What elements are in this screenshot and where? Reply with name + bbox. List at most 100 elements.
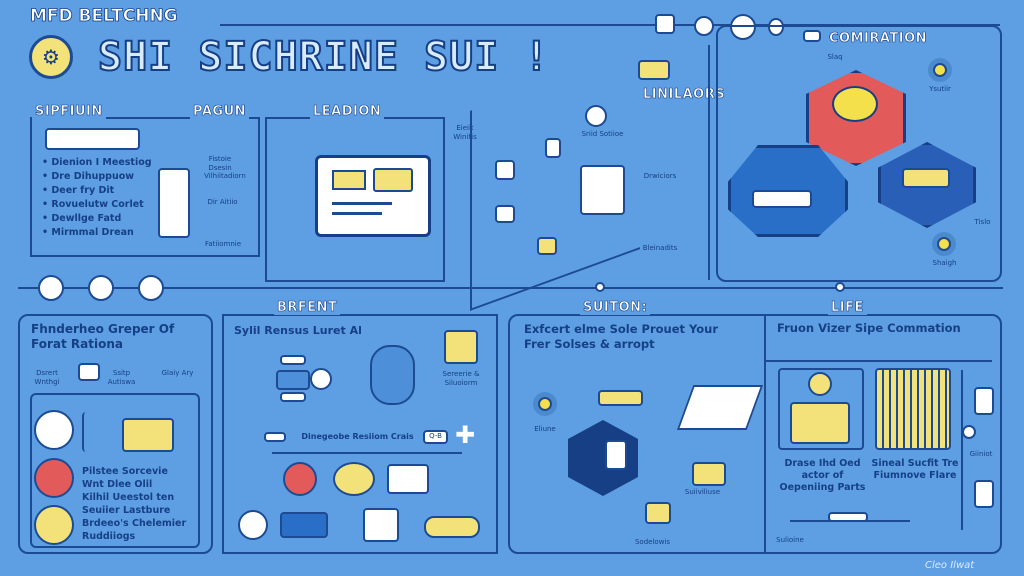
folder-icon xyxy=(537,237,557,255)
linilaors-label: LINILAORS xyxy=(643,87,726,103)
cabinet-icon xyxy=(580,165,625,215)
top-node[interactable] xyxy=(768,18,784,36)
wheel-icon xyxy=(283,462,317,496)
bottle-icon xyxy=(974,480,994,508)
connector xyxy=(708,45,710,280)
text-line: Brdeeo's Chelemier xyxy=(82,518,187,529)
server-rack-icon xyxy=(158,168,190,238)
bottom-left-text: Pilstee Sorcevie Wnt Dlee Olil Kilhil Ue… xyxy=(82,465,186,543)
bullet-item: Mirmmal Drean xyxy=(42,226,152,240)
caption: Ysutiir xyxy=(929,85,951,93)
gauge-icon xyxy=(808,372,832,396)
sun-icon xyxy=(538,397,552,411)
car-badge-icon xyxy=(832,86,878,122)
train-icon xyxy=(828,512,868,522)
text-line: Seuiier Lastbure xyxy=(82,505,171,516)
connector-node xyxy=(310,368,332,390)
logo-gear-badge-icon: ⚙ xyxy=(29,35,73,79)
sun-icon xyxy=(937,237,951,251)
bottom-left-title: Fhnderheo Greper Of Forat Rationa xyxy=(31,322,175,351)
timeline-node[interactable] xyxy=(88,275,114,301)
text-line: Ruddiiogs xyxy=(82,531,136,542)
watermark: Cleo Ilwat xyxy=(925,560,975,571)
vehicle-icon xyxy=(692,462,726,486)
caption: Eieiit Winitis xyxy=(453,124,477,141)
bullet-item: Dewllge Fatd xyxy=(42,212,152,226)
bullet-item: Rovuelutw Corlet xyxy=(42,198,152,212)
keyboard-icon xyxy=(264,432,286,442)
alert-icon xyxy=(34,458,74,498)
checklist-icon xyxy=(444,330,478,364)
badge: Q-B xyxy=(423,430,448,444)
screen-icon xyxy=(803,30,821,42)
page-title: SHI SICHRINE SUI ! xyxy=(97,33,550,81)
top-node[interactable] xyxy=(655,14,675,34)
computer-icon xyxy=(495,205,515,223)
dish-icon xyxy=(34,410,74,450)
bullet-item: Deer fry Dit xyxy=(42,184,152,198)
bullet-list: Dienion I Meestiog Dre Dihuppuow Deer fr… xyxy=(42,156,152,240)
sun-icon xyxy=(933,63,947,77)
pagun-label: PAGUN xyxy=(190,104,250,119)
building-icon xyxy=(387,464,429,494)
vehicle-icon xyxy=(902,168,950,188)
house-icon xyxy=(363,508,399,542)
caption: Dir Aitiio xyxy=(207,198,238,206)
caption: Eliune xyxy=(534,425,556,433)
caption: Sodelowis xyxy=(634,538,671,546)
divider xyxy=(764,316,766,552)
caption: Giiniot xyxy=(969,450,993,458)
workstation-icon xyxy=(122,418,174,452)
timeline-node[interactable] xyxy=(595,282,605,292)
robot-figure-icon xyxy=(370,345,415,405)
connector xyxy=(272,452,462,454)
figure-icon xyxy=(82,412,112,452)
caption: Slaq xyxy=(827,53,843,61)
caption: Sereerie & Siluoiorm xyxy=(442,370,480,387)
brfent-panel xyxy=(222,314,498,554)
suiton-label: SUITON: xyxy=(580,300,651,315)
timeline-node[interactable] xyxy=(835,282,845,292)
circuit-icon xyxy=(585,105,607,127)
top-node[interactable] xyxy=(694,16,714,36)
caption: Suiiviliuse xyxy=(684,488,721,496)
factory-icon xyxy=(790,402,850,444)
timeline-node[interactable] xyxy=(138,275,164,301)
module-icon xyxy=(280,392,306,402)
caption: Drwiciors xyxy=(643,172,677,180)
sipfiuin-label: SIPFIUIN xyxy=(32,104,106,119)
badge-icon xyxy=(34,505,74,545)
bottle-icon xyxy=(974,387,994,415)
life-card2-text: Sineal Sucfit Tre Fiumnove Flare xyxy=(871,458,959,481)
monitor-icon xyxy=(315,155,431,237)
header-rule xyxy=(220,24,1000,26)
caption: Fistoie Dsesin xyxy=(208,155,232,172)
caption: Bleinadits xyxy=(642,244,678,252)
brfent-title: Sylil Rensus Luret Al xyxy=(234,324,362,337)
bus-icon xyxy=(333,462,375,496)
timeline-node[interactable] xyxy=(38,275,64,301)
comiration-panel xyxy=(716,25,1002,282)
caption: Glaiy Ary xyxy=(161,369,194,377)
life-title: Fruon Vizer Sipe Commation xyxy=(777,321,961,335)
brfent-label: BRFENT xyxy=(274,300,341,315)
top-node[interactable] xyxy=(730,14,756,40)
caption: Dsrert Wnthgi xyxy=(34,369,60,386)
caption: Vilhiitadiorn xyxy=(204,172,246,180)
text-line: Pilstee Sorcevie xyxy=(82,466,168,477)
inner-panel xyxy=(30,393,200,548)
timeline xyxy=(18,287,1003,289)
monitor-icon xyxy=(645,502,671,524)
life-card1-text: Drase Ihd Oed actor of Oepeniing Parts xyxy=(779,458,866,493)
row-caption: Dinegeobe Resiiom Crais xyxy=(301,432,414,441)
map-screen-icon xyxy=(638,60,670,80)
device-icon xyxy=(424,516,480,538)
bus-icon xyxy=(752,190,812,208)
caption: Ssitp Autiswa xyxy=(107,369,136,386)
bottom-left-panel xyxy=(18,314,213,554)
leadion-label: LEADION xyxy=(310,104,385,119)
suiton-life-panel xyxy=(508,314,1002,554)
plus-icon[interactable]: ✚ xyxy=(455,421,476,449)
robot-icon xyxy=(78,363,100,381)
bullet-item: Dre Dihuppuow xyxy=(42,170,152,184)
